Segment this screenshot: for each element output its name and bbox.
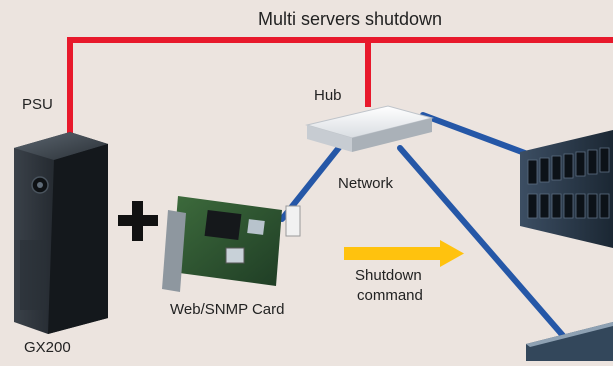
ups-tower-icon bbox=[14, 132, 108, 334]
card-label: Web/SNMP Card bbox=[170, 301, 285, 318]
network-label: Network bbox=[338, 175, 394, 192]
power-line bbox=[67, 37, 613, 136]
shutdown-label-line2: command bbox=[357, 287, 423, 304]
hub-icon bbox=[305, 105, 434, 152]
ups-model-label: GX200 bbox=[24, 339, 71, 356]
diagram-title: Multi servers shutdown bbox=[258, 9, 443, 29]
plus-icon bbox=[118, 201, 158, 241]
server-rack-icon bbox=[520, 130, 613, 248]
psu-label: PSU bbox=[22, 96, 53, 113]
server-rack-icon bbox=[526, 322, 613, 361]
shutdown-label-line1: Shutdown bbox=[355, 267, 422, 284]
hub-label: Hub bbox=[314, 87, 342, 104]
network-card-icon bbox=[162, 196, 301, 292]
arrow-right-icon bbox=[344, 240, 464, 267]
